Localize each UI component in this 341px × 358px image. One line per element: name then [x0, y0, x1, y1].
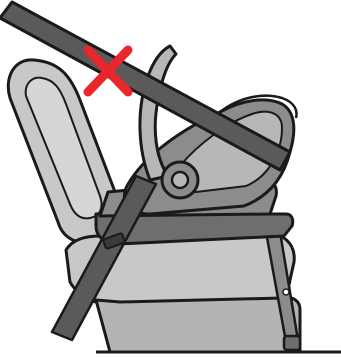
support-leg-indicator — [283, 289, 289, 295]
handle-pivot-button — [172, 172, 188, 188]
support-leg-foot — [284, 336, 300, 350]
vehicle-seat-base — [96, 298, 300, 353]
